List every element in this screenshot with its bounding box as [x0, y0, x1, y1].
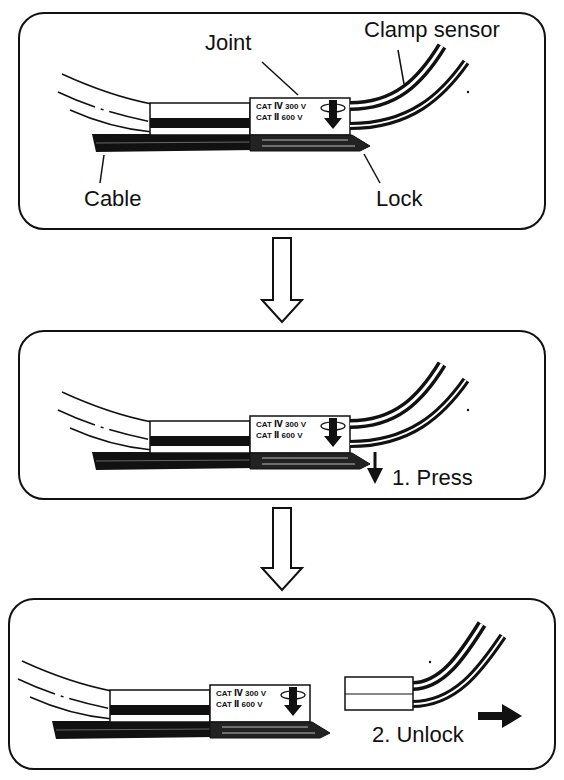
rating-label: CAT Ⅳ 300 V [216, 690, 266, 698]
step-arrow [262, 508, 302, 590]
sensor-plug [345, 677, 413, 710]
cable-assembly [58, 392, 370, 470]
part-label: Cable [84, 186, 141, 211]
step-label: 2. Unlock [372, 722, 464, 747]
leader-line [398, 50, 404, 84]
step-panel: 2. Unlock [8, 598, 556, 770]
rating-label: CAT Ⅳ 300 V [256, 103, 306, 111]
rating-label: CAT Ⅱ 600 V [256, 432, 302, 440]
clamp-sensor-cable [350, 46, 469, 126]
rating-label: CAT Ⅱ 600 V [216, 701, 262, 709]
step-panel: 1. Press [18, 330, 546, 500]
step-label: 1. Press [392, 465, 473, 490]
part-label: Lock [376, 186, 422, 211]
rating-label: CAT Ⅱ 600 V [256, 114, 302, 122]
clamp-sensor-cable [350, 364, 469, 444]
step-arrow [262, 238, 302, 322]
leader-line [100, 155, 104, 183]
cable-assembly [58, 74, 370, 152]
press-arrow [374, 452, 377, 470]
leader-line [364, 154, 380, 183]
leader-line [262, 62, 298, 95]
rating-label: CAT Ⅳ 300 V [256, 421, 306, 429]
unlock-arrow [478, 704, 522, 728]
press-arrow [367, 468, 383, 484]
cable-assembly [18, 661, 330, 739]
clamp-sensor-cable [412, 636, 503, 704]
part-label: Joint [205, 30, 251, 55]
part-label: Clamp sensor [364, 17, 500, 42]
